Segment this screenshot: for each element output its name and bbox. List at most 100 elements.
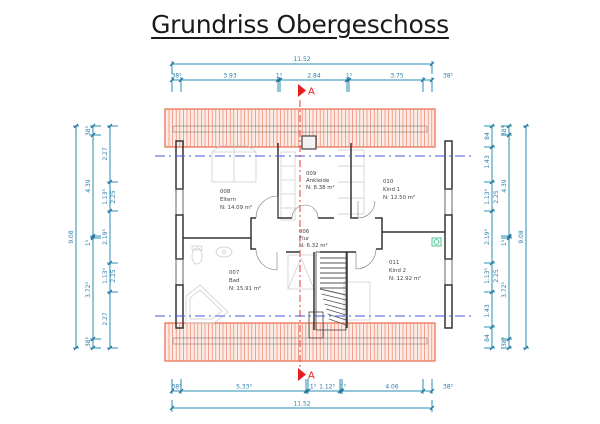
dim-bottom-overall: 11.52 bbox=[293, 401, 310, 408]
dim-tick bbox=[489, 324, 495, 330]
stair-treads bbox=[319, 257, 347, 326]
room-name: Kind 1 bbox=[383, 187, 400, 193]
stair-tread bbox=[328, 318, 347, 326]
doors bbox=[255, 195, 377, 271]
room-number: 008 bbox=[220, 189, 231, 195]
dim-top-1: 38⁵ bbox=[171, 73, 182, 80]
dim-left-mid-2: 4.39 bbox=[85, 179, 92, 193]
dim-bottom-2: 5.33⁵ bbox=[236, 384, 252, 391]
door-eltern bbox=[255, 195, 279, 219]
dim-top-5: 1⁵ bbox=[346, 73, 353, 80]
window-right-upper bbox=[444, 188, 453, 216]
wall-ankleide-right bbox=[350, 143, 358, 219]
section-label-bottom: A bbox=[308, 371, 315, 382]
room-label-flur: 006 Flur N: 6.32 m² bbox=[299, 229, 328, 249]
wardrobe-ankleide bbox=[280, 151, 296, 221]
dim-right-mid-3: 4.39 bbox=[501, 179, 508, 193]
door-bad bbox=[255, 248, 278, 271]
dim-tick bbox=[506, 123, 512, 129]
dim-tick bbox=[169, 388, 175, 394]
wall-left-lower bbox=[175, 284, 184, 329]
dim-left-inner-4: 2.19⁵ bbox=[102, 229, 109, 245]
dim-top-overall: 11.52 bbox=[293, 56, 310, 63]
dim-bottom-4: 1.12⁵ bbox=[319, 384, 335, 391]
stair-tread bbox=[319, 288, 347, 296]
dim-right-mid-7: 38⁵ bbox=[501, 336, 508, 347]
room-area: N: 8.38 m² bbox=[306, 184, 335, 191]
dim-left-mid-3: 1⁵ bbox=[85, 239, 92, 246]
dim-tick bbox=[420, 77, 426, 83]
dim-tick bbox=[344, 77, 350, 83]
dim-right-inner-3: 1.13⁵ bbox=[484, 189, 491, 205]
room-label-kind1: 010 Kind 1 N: 12.50 m² bbox=[383, 179, 415, 201]
dim-left-overall: 9.08 bbox=[68, 230, 75, 244]
dim-left-mid-5: 38⁵ bbox=[85, 336, 92, 347]
room-area: N: 6.32 m² bbox=[299, 242, 328, 249]
dim-top-4: 2.84 bbox=[307, 73, 321, 80]
ventilation-icon bbox=[431, 237, 442, 247]
dim-tick bbox=[523, 345, 529, 351]
dim-tick bbox=[420, 388, 426, 394]
dim-tick bbox=[107, 179, 113, 185]
wall-left-mid bbox=[175, 214, 184, 260]
dim-right-inner-2: 1.43 bbox=[484, 155, 491, 169]
room-number: 007 bbox=[229, 270, 239, 276]
dim-left-inner-6: 2.25 bbox=[110, 269, 117, 283]
dim-tick bbox=[506, 336, 512, 342]
dim-tick bbox=[489, 123, 495, 129]
dim-tick bbox=[523, 123, 529, 129]
dimension-left: 9.08 38⁵ 4.39 1⁵ 3.72⁵ 38⁵ 2.27 1.13⁵ 2.… bbox=[68, 123, 118, 351]
dim-tick bbox=[429, 77, 435, 83]
dimension-top: 11.52 38⁵ 3.93 1⁵ 2.84 1⁵ 3.75 38⁵ bbox=[169, 56, 454, 92]
room-label-eltern: 008 Eltern N: 14.09 m² bbox=[220, 189, 252, 211]
wall-right-upper bbox=[444, 140, 453, 190]
window-left-upper bbox=[175, 188, 184, 216]
window-right-lower bbox=[444, 258, 453, 286]
dim-tick bbox=[489, 208, 495, 214]
stair-tread bbox=[327, 313, 347, 321]
room-label-ankleide: 009 Ankleide N: 8.38 m² bbox=[306, 171, 335, 191]
dim-right-inner-5: 1.13⁵ bbox=[484, 268, 491, 284]
dimension-bottom: 38⁵ 5.33⁵ 1⁵ 1.12⁵ 1⁵ 4.06 38⁵ 11.52 bbox=[169, 379, 454, 412]
stair-tread bbox=[321, 293, 347, 301]
dim-tick bbox=[489, 179, 495, 185]
dim-right-mid-2: 2.25 bbox=[493, 190, 500, 204]
dim-right-inner-4: 2.19⁵ bbox=[484, 229, 491, 245]
dim-right-mid-4: 1⁵ bbox=[501, 239, 508, 246]
room-number: 010 bbox=[383, 179, 394, 185]
dim-left-inner-5: 1.13⁵ bbox=[102, 268, 109, 284]
dim-right-overall: 9.08 bbox=[518, 230, 525, 244]
dim-tick bbox=[339, 388, 345, 394]
dim-tick bbox=[506, 345, 512, 351]
room-number: 011 bbox=[389, 260, 399, 266]
dim-tick bbox=[506, 233, 512, 239]
room-area: N: 12.50 m² bbox=[383, 194, 415, 201]
section-arrow-top-icon bbox=[298, 84, 306, 97]
drawing-title: Grundriss Obergeschoss bbox=[0, 10, 600, 39]
dim-top-2: 3.93 bbox=[223, 73, 237, 80]
wall-flur-right bbox=[375, 217, 383, 250]
dim-left-inner-2: 1.13⁵ bbox=[102, 189, 109, 205]
dim-tick bbox=[107, 289, 113, 295]
room-name: Eltern bbox=[220, 197, 236, 203]
double-bed bbox=[211, 145, 257, 183]
section-label-top: A bbox=[308, 87, 315, 98]
dim-left-inner-1: 2.27 bbox=[102, 147, 109, 161]
wall-right-lower bbox=[444, 284, 453, 329]
stair-landing bbox=[308, 311, 324, 339]
dim-tick bbox=[489, 289, 495, 295]
window-left-lower bbox=[175, 258, 184, 286]
dim-tick bbox=[107, 123, 113, 129]
dim-tick bbox=[337, 388, 343, 394]
room-number: 009 bbox=[306, 171, 317, 177]
door-kind2 bbox=[355, 248, 377, 270]
dim-tick bbox=[107, 260, 113, 266]
room-name: Kind 2 bbox=[389, 268, 406, 274]
stair-tread bbox=[324, 303, 347, 311]
dim-right-inner-6: 1.43 bbox=[484, 304, 491, 318]
washbasin bbox=[215, 246, 233, 258]
shower bbox=[287, 254, 315, 290]
dim-left-inner-7: 2.27 bbox=[102, 312, 109, 326]
section-arrow-bottom-icon bbox=[298, 368, 306, 381]
